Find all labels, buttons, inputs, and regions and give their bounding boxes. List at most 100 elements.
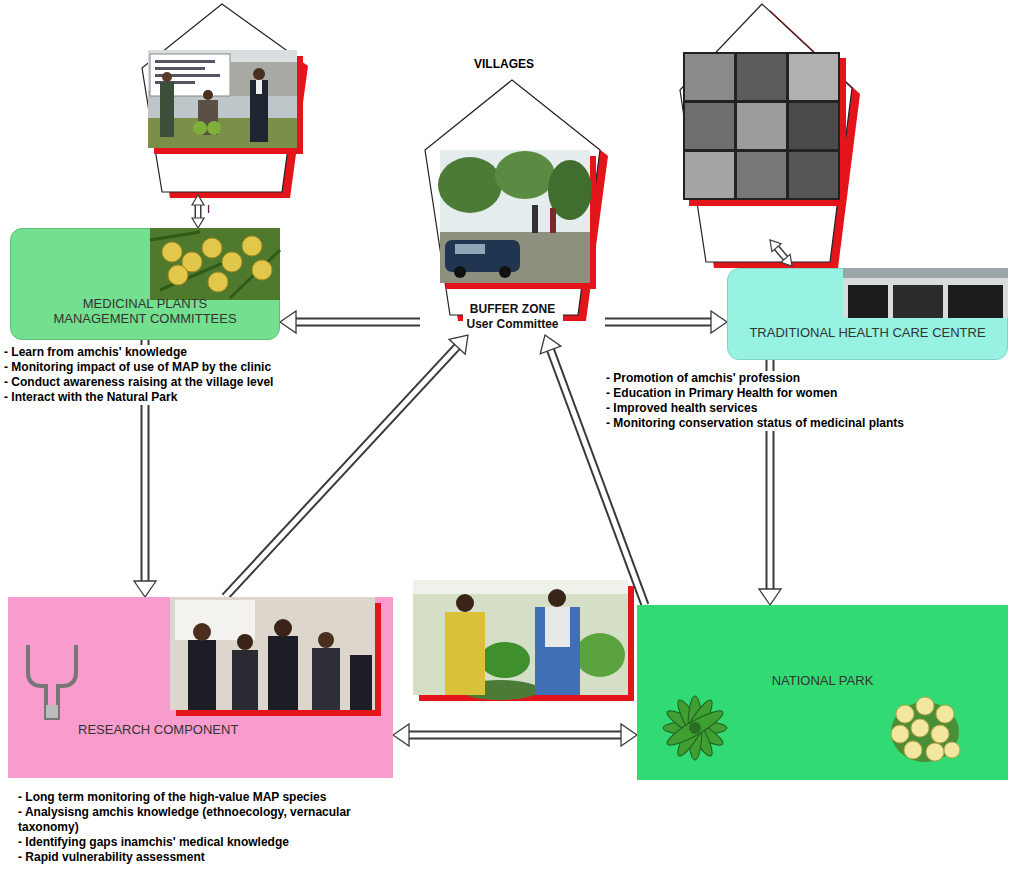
clinic-storefront-photo	[843, 268, 1008, 318]
arrow-head	[280, 311, 296, 333]
buffer-zone-photo	[548, 160, 592, 220]
village-photo	[230, 62, 297, 96]
arrow-shaft	[408, 733, 622, 738]
arrow-head	[449, 335, 468, 354]
flower-bush-clipart	[936, 705, 954, 723]
task-note: - Education in Primary Health for women	[606, 386, 986, 401]
node-label: MEDICINAL PLANTS MANAGEMENT COMMITTEES	[45, 296, 245, 327]
clinic-photo-grid	[685, 54, 734, 100]
region-title: VILLAGES	[474, 57, 554, 71]
plant-clipart	[664, 706, 726, 750]
region-title: VILLAGES	[474, 57, 554, 71]
nursery-photo	[548, 589, 566, 607]
clinic-photo-grid	[685, 103, 734, 149]
research-box: RESEARCH COMPONENT	[8, 597, 393, 778]
plant-clipart	[688, 696, 702, 760]
village-photo	[193, 121, 207, 135]
plant-clipart	[663, 721, 727, 735]
village-photo	[203, 90, 213, 100]
pentagon-shadow	[688, 10, 860, 268]
buffer-zone-photo	[499, 266, 511, 278]
clinic-photo-grid	[737, 54, 786, 100]
clinic-storefront-photo	[843, 268, 1008, 318]
arrow-mark: I	[207, 203, 219, 216]
fruit-photo	[150, 232, 280, 298]
arrow-head	[540, 335, 561, 354]
fruit-photo	[150, 228, 280, 300]
clinic-storefront-photo	[848, 285, 888, 318]
flower-bush-clipart	[911, 719, 929, 737]
research-photo	[170, 597, 375, 710]
task-note: - Conduct awareness raising at the villa…	[4, 375, 334, 390]
research-photo	[312, 648, 340, 710]
plant-clipart	[664, 706, 726, 750]
flower-bush-clipart	[891, 702, 959, 762]
research-photo	[274, 619, 292, 637]
buffer-zone-photo	[440, 232, 590, 283]
village-pentagon	[680, 4, 860, 268]
clinic-photo-grid	[789, 54, 838, 100]
buffer-zone-photo	[455, 244, 485, 254]
clinic-photo-grid	[737, 152, 786, 198]
fruit-photo	[222, 252, 242, 272]
fruit-photo	[202, 238, 222, 258]
village-photo	[148, 118, 297, 148]
arrow-shaft	[295, 320, 420, 325]
committee-box: MEDICINAL PLANTS MANAGEMENT COMMITTEES	[10, 228, 280, 340]
task-note: - Monitoring impact of use of MAP by the…	[4, 360, 334, 375]
village-photo	[256, 80, 262, 94]
nursery-photo	[460, 680, 540, 700]
village-photo	[160, 82, 174, 137]
village-arrow	[770, 240, 792, 266]
task-note: - Monitoring conservation status of medi…	[606, 416, 986, 431]
flower-bush-clipart	[904, 741, 922, 759]
village-photo	[148, 50, 297, 90]
research-photo	[193, 623, 211, 641]
nursery-photo	[413, 580, 634, 701]
arrow-shaft	[605, 318, 711, 327]
connector-arrow	[280, 311, 420, 333]
arrow-shaft	[605, 320, 712, 325]
task-note: - Identifying gaps inamchis' medical kno…	[18, 835, 388, 850]
task-note: - Promotion of amchis' profession- Educa…	[606, 371, 986, 431]
task-note: - Interact with the Natural Park	[4, 390, 334, 405]
task-note: - Improved health services	[606, 401, 986, 416]
nursery-photo	[535, 607, 580, 695]
arrow-head	[134, 581, 156, 597]
clinic-storefront-photo	[843, 268, 1008, 278]
arrow-shaft	[409, 731, 621, 740]
task-note: - Analysisng amchis knowledge (ethnoecol…	[18, 805, 388, 835]
buffer-zone-photo	[454, 266, 466, 278]
clinic-photo-grid	[683, 52, 840, 200]
flask-symbol	[28, 645, 76, 718]
research-photo	[237, 634, 253, 650]
nursery-photo	[575, 633, 625, 677]
arrow-head	[781, 254, 792, 266]
arrow-shaft	[195, 205, 202, 218]
arrow-mark: I	[207, 203, 219, 216]
nursery-photo	[545, 607, 570, 647]
arrow-head	[621, 724, 637, 746]
flower-bush-clipart	[944, 742, 960, 758]
task-note: - Long term monitoring of the high-value…	[18, 790, 388, 805]
buffer-zone-photo	[532, 205, 538, 233]
village-photo	[148, 50, 297, 148]
village-photo	[198, 100, 218, 135]
buffer-zone-photo	[495, 151, 555, 199]
connector-arrow	[393, 724, 637, 746]
village-photo	[148, 50, 303, 154]
research-photo	[268, 636, 298, 710]
arrow-shaft	[196, 204, 200, 219]
arrow-head	[759, 589, 781, 605]
village-photo	[150, 54, 230, 96]
node-label: RESEARCH COMPONENT	[78, 722, 238, 738]
research-photo	[350, 655, 372, 710]
clinic-photo-grid	[685, 152, 734, 198]
clinic-photo-grid	[789, 103, 838, 149]
village-photo	[155, 81, 195, 84]
task-note: - Promotion of amchis' profession	[606, 371, 986, 386]
village-photo	[162, 72, 172, 82]
plant-clipart	[673, 697, 717, 759]
